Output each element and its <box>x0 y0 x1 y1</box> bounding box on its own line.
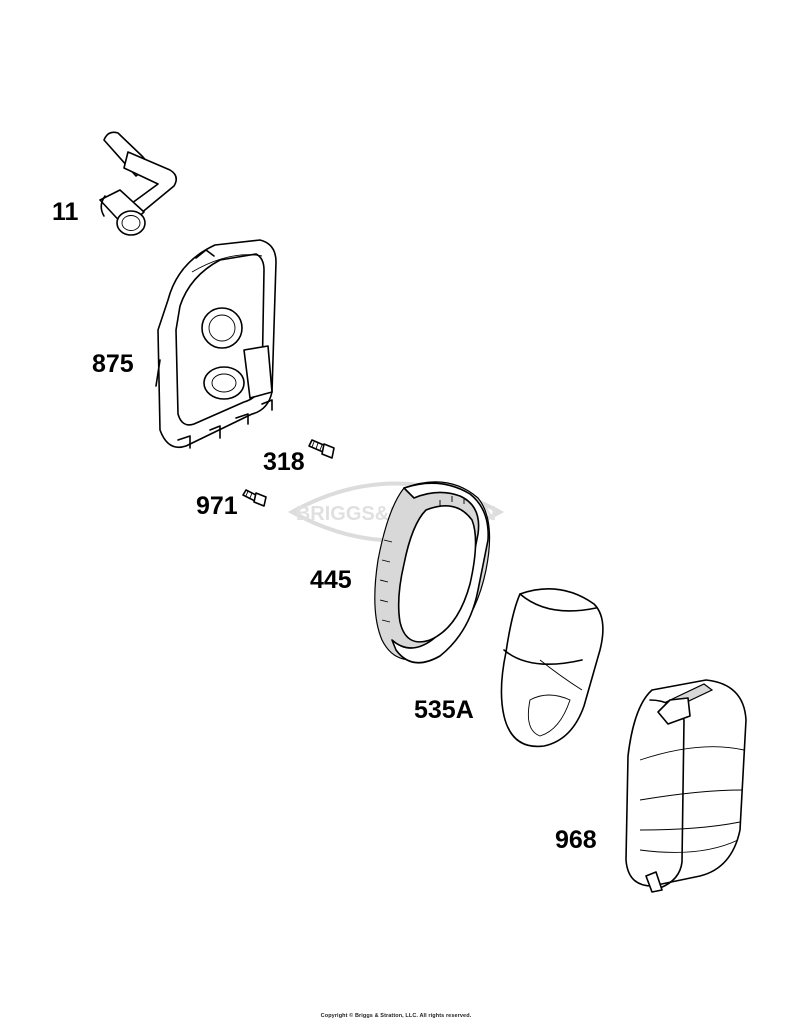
part-label-968: 968 <box>555 826 597 854</box>
part-label-875: 875 <box>92 350 134 378</box>
copyright-notice: Copyright © Briggs & Stratton, LLC. All … <box>320 1013 472 1019</box>
part-label-318: 318 <box>263 448 305 476</box>
air-cleaner-cover-icon <box>625 679 747 893</box>
part-label-535A: 535A <box>414 696 474 724</box>
screw-318-icon <box>308 439 335 459</box>
pre-cleaner-icon <box>500 588 604 748</box>
part-label-971: 971 <box>196 492 238 520</box>
air-filter-cartridge-icon <box>374 481 491 664</box>
screw-971-icon <box>242 489 267 507</box>
part-label-11: 11 <box>52 198 79 226</box>
air-cleaner-base-icon <box>155 239 277 449</box>
part-label-445: 445 <box>310 566 352 594</box>
breather-tube-icon <box>99 131 178 236</box>
